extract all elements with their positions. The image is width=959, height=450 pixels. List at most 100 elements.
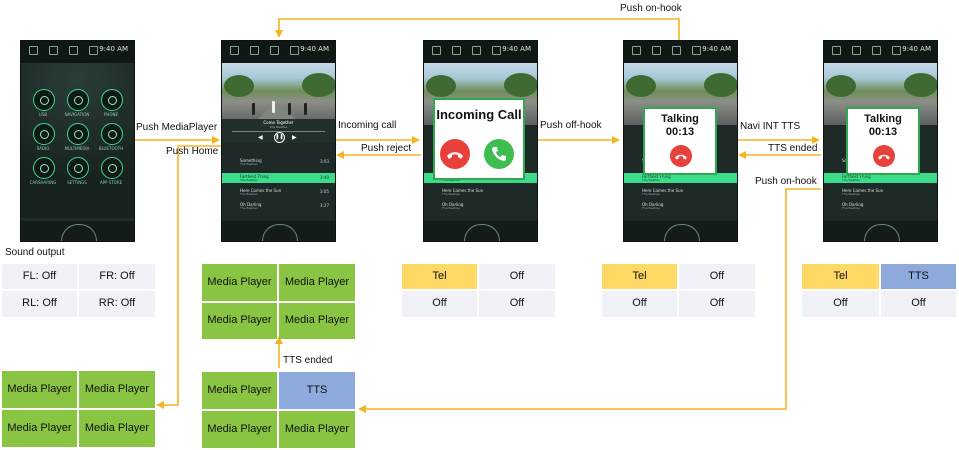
arrow-push-on-hook-top — [275, 18, 680, 40]
home-icon — [632, 46, 641, 55]
music-icon — [652, 46, 661, 55]
incoming-call-dialog: Incoming Call — [433, 98, 525, 180]
music-icon — [852, 46, 861, 55]
phone-icon — [69, 46, 78, 55]
navigation-icon[interactable] — [67, 89, 89, 111]
status-bar: 9:40 AM — [21, 41, 134, 63]
speaker-fr-state: Off — [679, 264, 755, 289]
track-artist: The Beatles — [842, 178, 860, 182]
speaker-fl-state: Tel — [402, 264, 477, 289]
speaker-rr-state: Media Player — [279, 411, 355, 448]
accept-call-button[interactable] — [484, 139, 514, 169]
speaker-fr-state: Media Player — [279, 264, 355, 301]
track-title: Farthest Thing — [842, 174, 871, 179]
status-bar: 9:40 AM — [222, 41, 335, 63]
usb-icon[interactable] — [33, 89, 55, 111]
track-row[interactable]: Oh Darling The Beatles 3:27 — [222, 201, 335, 211]
label-push-home: Push Home — [166, 146, 219, 157]
screen-media-player: 9:40 AM Come Together The Beatles ◀ ❚❚ ▶… — [221, 40, 336, 242]
icon-label: APP STORE — [99, 180, 123, 185]
track-title: Farthest Thing — [240, 174, 269, 179]
arrow-push-home — [156, 145, 221, 409]
speaker-rr-state: Media Player — [279, 303, 355, 339]
call-timer: 00:13 — [665, 126, 695, 138]
track-artist: The Beatles — [442, 206, 460, 210]
phone-answer-icon — [492, 147, 506, 161]
home-icon — [832, 46, 841, 55]
clock: 9:40 AM — [502, 45, 531, 53]
track-duration: 3:05 — [320, 189, 329, 194]
label-navi-int-tts: Navi INT TTS — [740, 121, 801, 132]
track-title: Oh Darling — [240, 202, 262, 207]
track-row[interactable]: Something The Beatles 3:03 — [222, 157, 335, 167]
track-artist: The Beatles — [642, 192, 660, 196]
phone-icon — [872, 46, 881, 55]
call-timer: 00:13 — [868, 126, 898, 138]
hang-up-button[interactable] — [873, 145, 895, 167]
icon-label: SETTINGS — [67, 180, 87, 185]
progress-bar[interactable] — [232, 131, 325, 132]
speaker-rr-state: Off — [881, 291, 956, 317]
speaker-rl: RL: Off — [2, 291, 77, 317]
reject-call-button[interactable] — [440, 139, 470, 169]
pause-icon[interactable]: ❚❚ — [274, 132, 285, 143]
dialog-title: Talking — [864, 113, 902, 125]
music-icon — [250, 46, 259, 55]
carsharing-icon[interactable] — [33, 157, 55, 179]
speaker-fr-state: Media Player — [79, 371, 155, 408]
track-artist: The Beatles — [240, 162, 258, 166]
now-playing-title: Come Together — [263, 120, 294, 125]
status-bar: 9:40 AM — [824, 41, 937, 63]
track-row[interactable]: Here Comes the Sun The Beatles 3:05 — [222, 187, 335, 197]
track-title: Here Comes the Sun — [442, 188, 484, 193]
track-title: Oh Darling — [442, 202, 464, 207]
multimedia-icon[interactable] — [67, 123, 89, 145]
track-artist: The Beatles — [442, 192, 460, 196]
track-row-active[interactable]: Farthest Thing The Beatles 3:40 — [222, 173, 335, 183]
speaker-rl-state: Media Player — [202, 303, 277, 339]
settings-icon — [892, 46, 901, 55]
icon-label: PHONE — [103, 112, 119, 117]
settings-app-icon[interactable] — [67, 157, 89, 179]
speaker-fl: FL: Off — [2, 264, 77, 289]
label-push-reject: Push reject — [361, 143, 412, 154]
label-push-on-hook-right: Push on-hook — [755, 176, 817, 187]
speaker-fl-state: Media Player — [202, 264, 277, 301]
icon-label: NAVIGATION — [64, 112, 90, 117]
phone-icon — [472, 46, 481, 55]
dial-icon — [61, 224, 97, 241]
bluetooth-icon[interactable] — [101, 123, 123, 145]
prev-icon[interactable]: ◀ — [258, 135, 263, 141]
phone-app-icon[interactable] — [101, 89, 123, 111]
radio-icon[interactable] — [33, 123, 55, 145]
hang-up-button[interactable] — [670, 145, 692, 167]
speaker-fr-state: Off — [479, 264, 555, 289]
phone-icon — [672, 46, 681, 55]
status-bar: 9:40 AM — [424, 41, 537, 63]
label-incoming-call: Incoming call — [338, 120, 397, 131]
track-title: Here Comes the Sun — [642, 188, 684, 193]
speaker-fl-state: Media Player — [202, 372, 277, 409]
track-title: Here Comes the Sun — [842, 188, 884, 193]
settings-icon — [692, 46, 701, 55]
next-icon[interactable]: ▶ — [292, 135, 297, 141]
clock: 9:40 AM — [99, 45, 128, 53]
settings-icon — [492, 46, 501, 55]
track-artist: The Beatles — [842, 192, 860, 196]
speaker-rl-state: Off — [602, 291, 677, 317]
player-controls: Come Together The Beatles ◀ ❚❚ ▶ — [222, 119, 335, 143]
track-artist: The Beatles — [642, 206, 660, 210]
speaker-rl-state: Media Player — [202, 411, 277, 448]
screen-home: 9:40 AM USB NAVIGATION PHONE RADIO MULTI… — [20, 40, 135, 242]
settings-icon — [290, 46, 299, 55]
app-store-icon[interactable] — [101, 157, 123, 179]
